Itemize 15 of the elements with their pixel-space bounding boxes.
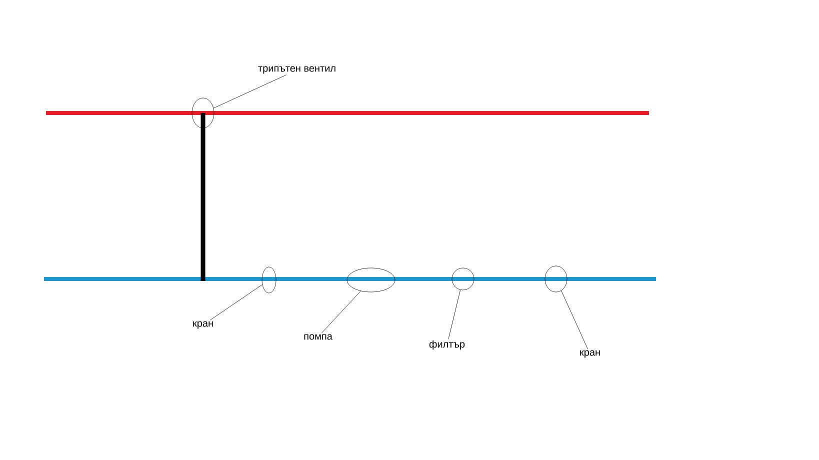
label-text: филтър — [429, 340, 465, 350]
label-text: трипътен вентил — [258, 66, 336, 74]
label-text: кран — [193, 321, 213, 329]
label-text: кран — [580, 350, 600, 358]
leader-line — [213, 74, 286, 108]
valve-marker — [262, 266, 276, 294]
label-text: помпа — [304, 334, 332, 340]
valve-marker — [452, 268, 474, 290]
leader-line — [448, 290, 461, 340]
valve-marker — [544, 266, 568, 292]
leader-line — [561, 290, 588, 350]
leader-line — [210, 284, 262, 320]
valve-marker — [192, 98, 214, 128]
leader-line — [321, 290, 361, 334]
valve-marker — [346, 268, 396, 292]
